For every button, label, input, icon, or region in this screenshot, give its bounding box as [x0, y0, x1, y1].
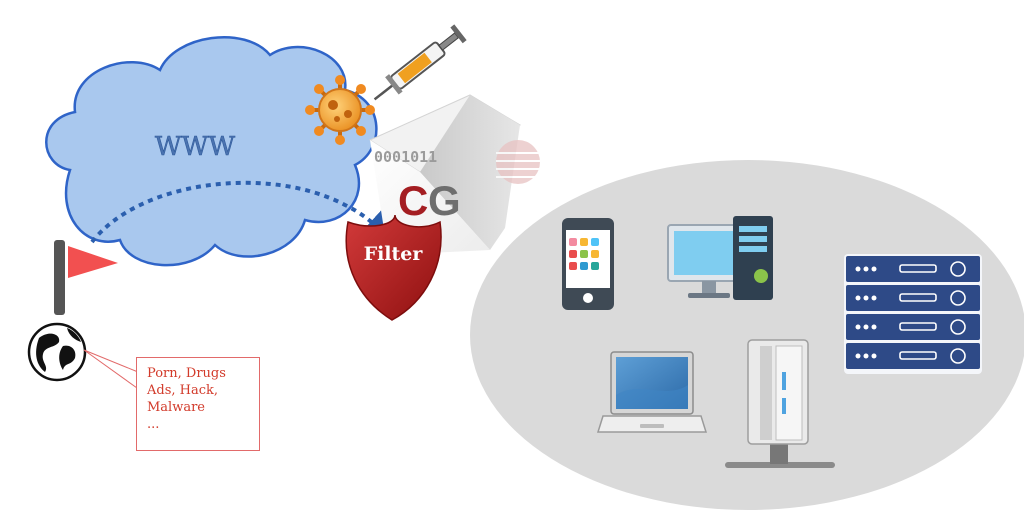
cloud-label: WWW	[155, 132, 235, 162]
cube-side-mark	[496, 140, 540, 184]
server-rack-icon	[844, 254, 982, 374]
note-line: Porn, Drugs	[147, 366, 226, 381]
flag-icon	[54, 240, 118, 315]
cube-binary: 0001011	[374, 148, 437, 166]
svg-text:C: C	[398, 177, 428, 224]
svg-text:G: G	[428, 177, 461, 224]
virus-icon	[305, 75, 375, 145]
note-line: ...	[147, 417, 160, 432]
filter-shield-icon: Filter	[345, 214, 442, 321]
traffic-arrow	[90, 180, 395, 244]
cg-logo: C G	[398, 177, 461, 224]
smartphone-icon	[562, 218, 614, 310]
laptop-icon	[596, 351, 708, 433]
blocked-categories-note: Porn, Drugs Ads, Hack, Malware ...	[136, 357, 260, 451]
note-line: Malware	[147, 400, 206, 415]
shield-label: Filter	[364, 243, 424, 265]
note-tail	[83, 349, 139, 389]
internet-cloud: WWW	[45, 36, 378, 267]
tower-server-icon	[725, 339, 835, 468]
syringe-icon	[373, 24, 467, 101]
globe-icon	[27, 322, 87, 382]
note-line: Ads, Hack,	[147, 383, 219, 398]
desktop-pc-icon	[667, 216, 773, 300]
